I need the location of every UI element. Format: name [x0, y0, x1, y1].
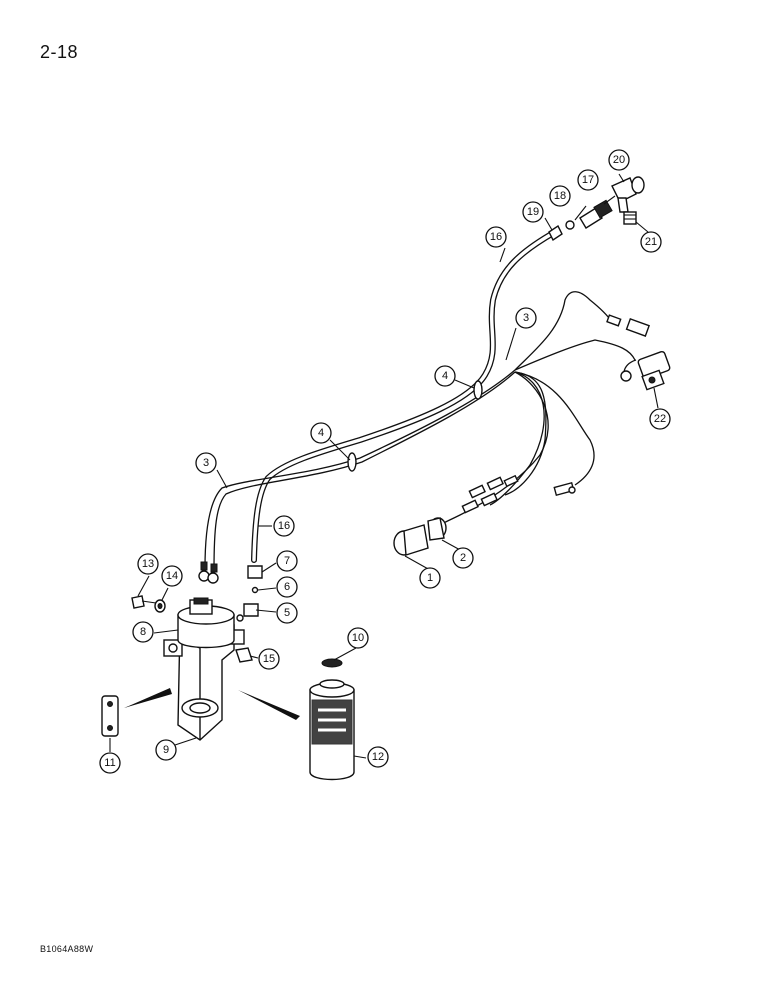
sender-connector [606, 314, 671, 391]
svg-text:4: 4 [442, 370, 448, 382]
callout-7: 7 [276, 550, 298, 572]
svg-text:1: 1 [427, 572, 433, 584]
callout-4-left: 4 [310, 422, 332, 444]
svg-text:5: 5 [284, 607, 290, 619]
callout-3-left: 3 [195, 452, 217, 474]
plate-11 [101, 695, 119, 737]
callout-17: 17 [577, 169, 599, 191]
callout-16-top: 16 [485, 226, 507, 248]
pointer-wedges [124, 688, 300, 720]
svg-text:6: 6 [284, 581, 290, 593]
svg-text:18: 18 [554, 190, 566, 202]
washer-14 [154, 599, 166, 613]
callout-5: 5 [276, 602, 298, 624]
callout-2: 2 [452, 547, 474, 569]
callout-6: 6 [276, 576, 298, 598]
svg-text:4: 4 [318, 427, 324, 439]
callout-19: 19 [522, 201, 544, 223]
filter-12 [309, 679, 355, 781]
svg-text:14: 14 [166, 570, 178, 582]
callout-3-right: 3 [515, 307, 537, 329]
callout-22: 22 [649, 408, 671, 430]
fittings-5-6-7 [236, 565, 263, 622]
svg-text:3: 3 [523, 312, 529, 324]
svg-text:21: 21 [645, 236, 657, 248]
harness-connectors [461, 474, 576, 514]
bolt-13 [131, 595, 157, 609]
callout-13: 13 [137, 553, 159, 575]
svg-text:8: 8 [140, 626, 146, 638]
ring-terminals-left [198, 561, 219, 584]
svg-text:15: 15 [263, 653, 275, 665]
callout-16-lower: 16 [273, 515, 295, 537]
svg-text:19: 19 [527, 206, 539, 218]
callout-20: 20 [608, 149, 630, 171]
svg-text:10: 10 [352, 632, 364, 644]
callout-8: 8 [132, 621, 154, 643]
svg-text:20: 20 [613, 154, 625, 166]
svg-text:16: 16 [490, 231, 502, 243]
callout-14: 14 [161, 565, 183, 587]
figure-code: B1064A88W [40, 944, 94, 954]
seal-10 [321, 658, 343, 668]
wire-harness-3 [204, 291, 636, 571]
svg-text:2: 2 [460, 552, 466, 564]
svg-text:22: 22 [654, 413, 666, 425]
callout-10: 10 [347, 627, 369, 649]
svg-text:16: 16 [278, 520, 290, 532]
svg-text:3: 3 [203, 457, 209, 469]
callout-4-right: 4 [434, 365, 456, 387]
svg-text:11: 11 [104, 757, 115, 769]
callout-18: 18 [549, 185, 571, 207]
callout-21: 21 [640, 231, 662, 253]
sender-8 [177, 597, 235, 649]
page-number: 2-18 [40, 42, 79, 62]
filter-head-9 [163, 624, 245, 741]
clamps-4 [347, 380, 483, 472]
svg-text:12: 12 [372, 751, 384, 763]
tube-16 [251, 229, 558, 563]
nut-15 [235, 647, 253, 663]
svg-text:7: 7 [284, 555, 290, 567]
callout-15: 15 [258, 648, 280, 670]
svg-text:17: 17 [582, 174, 594, 186]
callout-1: 1 [419, 567, 441, 589]
svg-text:9: 9 [163, 744, 169, 756]
callout-12: 12 [367, 746, 389, 768]
callout-11: 11 [99, 752, 121, 774]
callout-9: 9 [155, 739, 177, 761]
pressure-switch-1 [393, 517, 447, 556]
svg-text:13: 13 [142, 558, 154, 570]
fittings-17-21 [548, 176, 645, 242]
